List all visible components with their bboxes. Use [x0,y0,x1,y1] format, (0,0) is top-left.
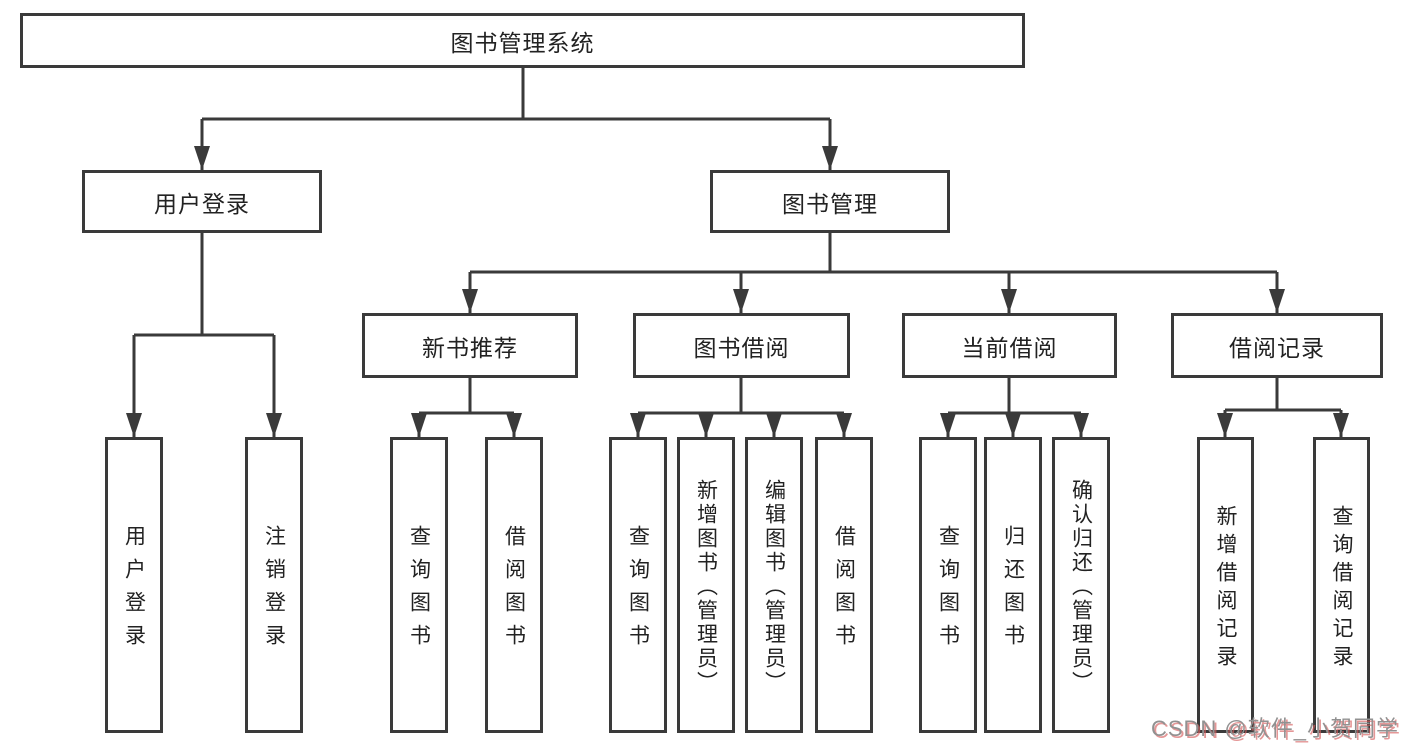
node-new-book-recommend: 新书推荐 [362,313,578,378]
node-leaf-borrow-books-recommend: 借阅图书 [485,437,543,733]
node-leaf-query-books-current: 查询图书 [919,437,977,733]
node-leaf-logout: 注销登录 [245,437,303,733]
node-leaf-query-books-borrow: 查询图书 [609,437,667,733]
node-leaf-add-borrow-record: 新增借阅记录 [1197,437,1254,733]
node-leaf-query-borrow-record: 查询借阅记录 [1313,437,1370,733]
node-user-login: 用户登录 [82,170,322,233]
node-root-system: 图书管理系统 [20,13,1025,68]
node-leaf-return-books: 归还图书 [984,437,1042,733]
node-leaf-confirm-return-admin: 确认归还（管理员） [1052,437,1110,733]
node-leaf-add-books-admin: 新增图书（管理员） [677,437,735,733]
node-book-management: 图书管理 [710,170,950,233]
node-leaf-user-login: 用户登录 [105,437,163,733]
node-leaf-edit-books-admin: 编辑图书（管理员） [745,437,803,733]
node-leaf-borrow-books: 借阅图书 [815,437,873,733]
node-book-borrow: 图书借阅 [633,313,850,378]
node-borrow-records: 借阅记录 [1171,313,1383,378]
node-leaf-query-books-recommend: 查询图书 [390,437,448,733]
node-current-borrow: 当前借阅 [902,313,1117,378]
csdn-watermark: CSDN @软件_小贺同学 [1150,716,1399,741]
